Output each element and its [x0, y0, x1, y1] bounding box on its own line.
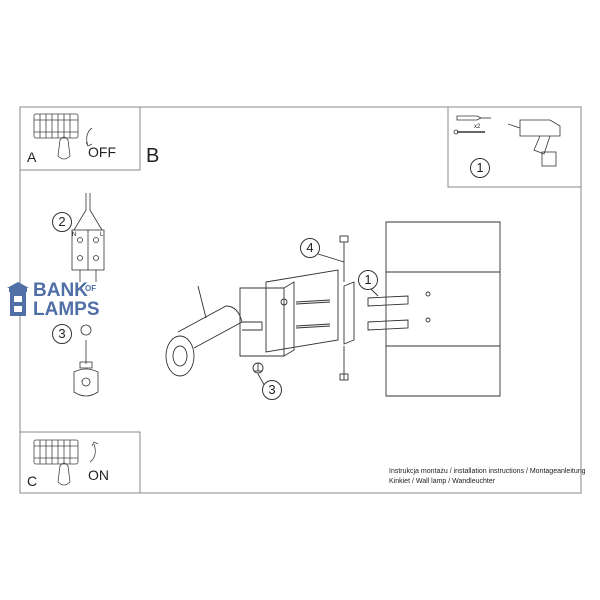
panel-b-letter: B: [146, 145, 160, 167]
panel-a-frame: [19, 106, 141, 171]
lamp-assembly-icon: [165, 221, 501, 397]
main-frame: [19, 106, 582, 494]
panel-c-letter: C: [27, 473, 38, 489]
wall-surface: [385, 221, 501, 397]
step-number-ground-left: 3: [52, 324, 72, 344]
step-number-wiring: 2: [52, 212, 72, 232]
panel-a-letter: A: [27, 149, 37, 165]
logo-line1: BANK: [33, 280, 88, 301]
caption-product: Kinkiet / Wall lamp / Wandleuchter: [389, 478, 496, 485]
step-number-dowel: 1: [358, 270, 378, 290]
panel-c-frame: [19, 431, 141, 494]
logo-of: OF: [85, 284, 97, 293]
fuse-switch-on-icon: [33, 439, 99, 486]
panel-c-state: ON: [88, 467, 109, 483]
bank-of-lamps-logo: BANK OF LAMPS: [3, 280, 103, 320]
lighthouse-icon: [7, 282, 29, 316]
terminal-n-label: N: [72, 232, 77, 238]
caption-instructions: Instrukcja montażu / installation instru…: [389, 468, 586, 475]
terminal-block-icon: [71, 193, 105, 282]
panel-a-state: OFF: [88, 144, 116, 160]
panel-tools-frame: [447, 106, 582, 188]
screws-dowels-icon: [453, 115, 491, 135]
drill-icon: [507, 119, 561, 167]
step-number-bracket: 4: [300, 238, 320, 258]
ground-terminal-icon: [73, 324, 99, 397]
terminal-l-label: L: [100, 232, 104, 238]
fuse-switch-off-icon: [33, 113, 93, 160]
step-number-tools: 1: [470, 158, 490, 178]
step-number-ground: 3: [262, 380, 282, 400]
logo-line2: LAMPS: [33, 299, 100, 320]
screw-count-label: x2: [474, 124, 481, 130]
